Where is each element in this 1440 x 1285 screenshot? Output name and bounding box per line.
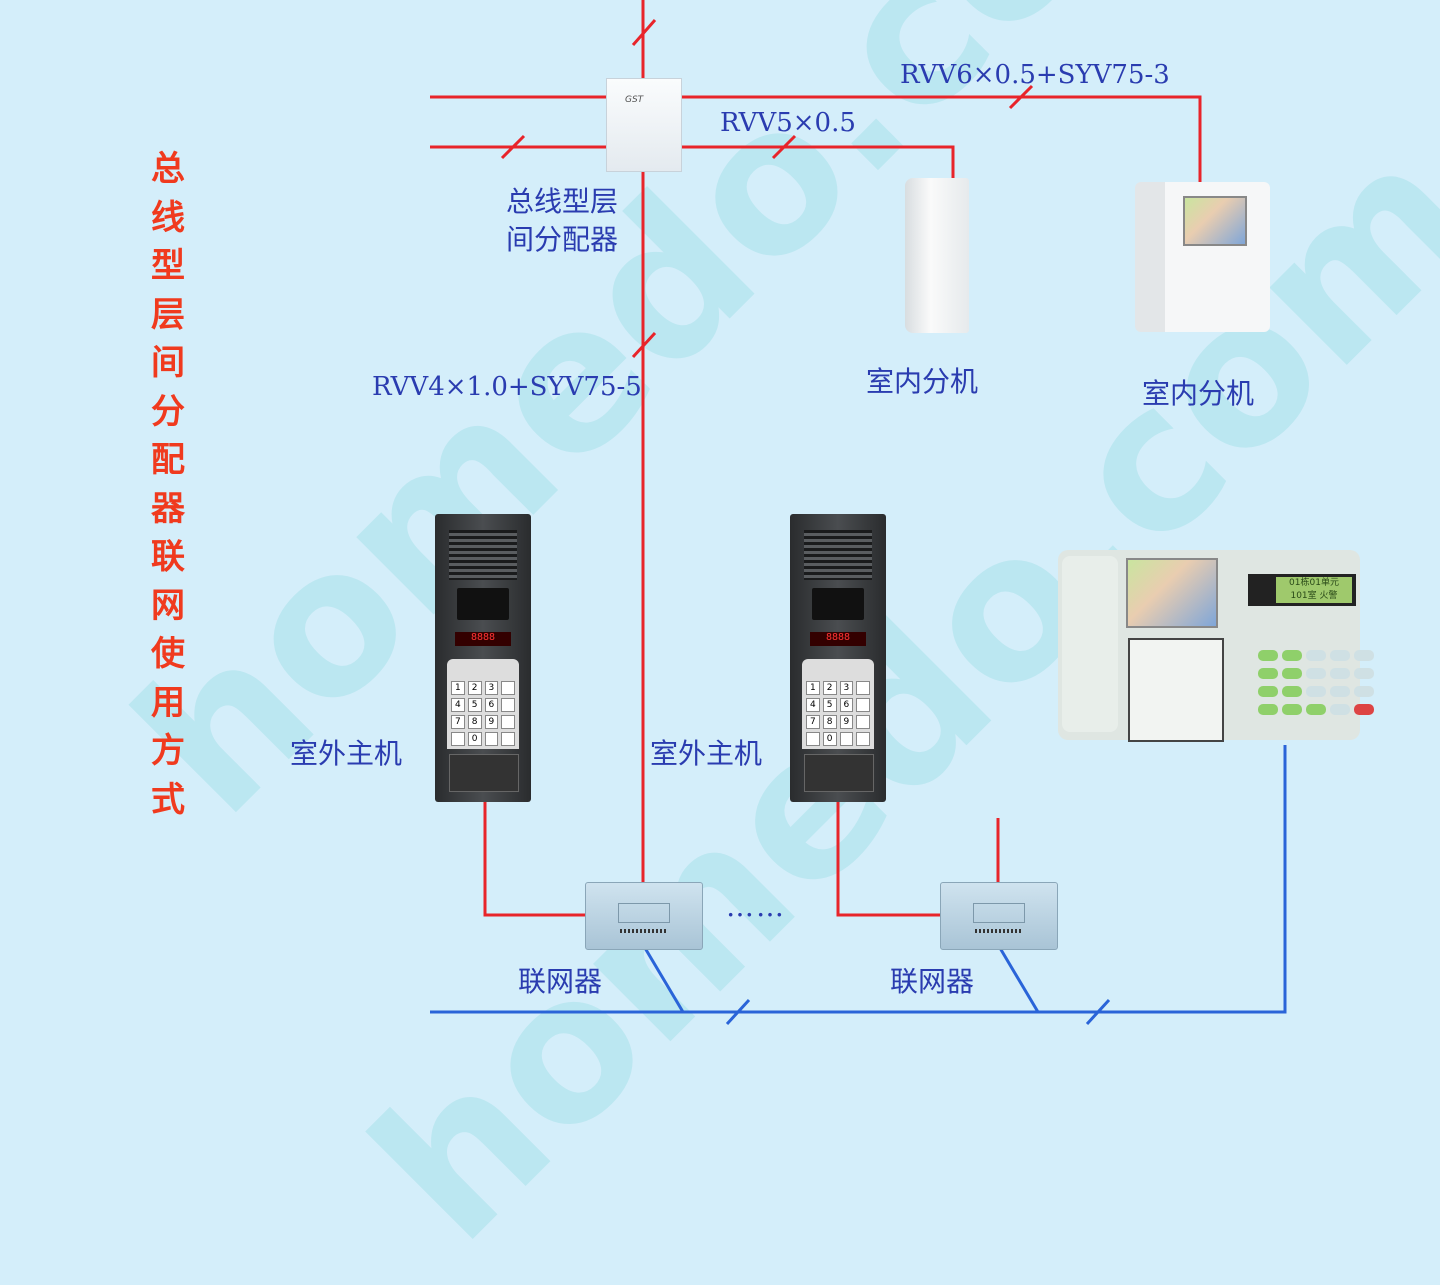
video-screen bbox=[1126, 558, 1218, 628]
outdoor-unit-2-label: 室外主机 bbox=[650, 737, 763, 770]
outdoor1-line bbox=[483, 800, 586, 917]
cable-label-riser: RVV4×1.0+SYV75-5 bbox=[372, 372, 642, 402]
networker-2-label: 联网器 bbox=[890, 965, 975, 998]
indoor-unit-video bbox=[1135, 182, 1270, 332]
indoor-unit-1-label: 室内分机 bbox=[866, 365, 979, 398]
diagram-title: 总线型层间分配器联网使用方式 bbox=[151, 149, 185, 820]
console-keypad bbox=[1258, 650, 1374, 715]
brand-logo: GST bbox=[625, 95, 644, 105]
outdoor-display: 8888 bbox=[810, 632, 866, 646]
cable-label-top: RVV6×0.5+SYV75-3 bbox=[900, 60, 1170, 90]
wiring bbox=[430, 0, 1287, 1026]
networker-2 bbox=[940, 882, 1058, 950]
indoor-unit-audio bbox=[905, 178, 969, 333]
distributor-label-2: 间分配器 bbox=[506, 223, 619, 256]
ellipsis: …… bbox=[726, 890, 786, 923]
bus-line bbox=[430, 745, 1287, 1014]
top-cable-line bbox=[430, 95, 1202, 185]
camera-icon bbox=[812, 588, 864, 620]
outdoor-display: 8888 bbox=[455, 632, 511, 646]
outdoor2-line bbox=[836, 800, 941, 917]
handset bbox=[1062, 556, 1118, 732]
outdoor-unit-1-label: 室外主机 bbox=[290, 737, 403, 770]
camera-icon bbox=[457, 588, 509, 620]
instruction-card bbox=[1128, 638, 1224, 742]
indoor-unit-2-label: 室内分机 bbox=[1142, 377, 1255, 410]
distributor-label-1: 总线型层 bbox=[506, 185, 619, 218]
networker-1 bbox=[585, 882, 703, 950]
floor-distributor: GST bbox=[606, 78, 682, 172]
video-screen bbox=[1183, 196, 1247, 246]
networker-1-label: 联网器 bbox=[518, 965, 603, 998]
cable-label-middle: RVV5×0.5 bbox=[720, 108, 856, 138]
